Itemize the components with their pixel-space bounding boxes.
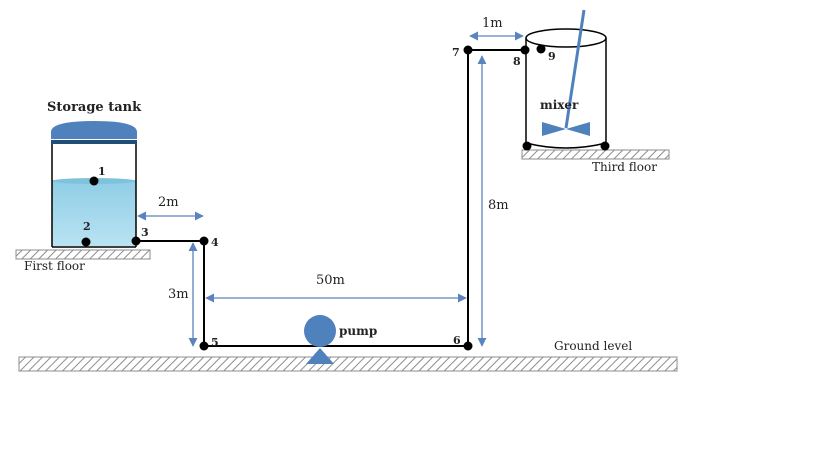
point-label-8: 8 — [513, 55, 521, 68]
pipe — [136, 49, 525, 347]
third-floor-label: Third floor — [592, 160, 657, 174]
point-label-9: 9 — [548, 50, 556, 63]
point-4-dot — [199, 236, 209, 246]
mixer-leg-right — [600, 141, 610, 151]
dim-label-50m: 50m — [316, 273, 345, 288]
point-9-dot — [536, 44, 546, 54]
mixer-leg-left — [522, 141, 532, 151]
point-1-dot — [89, 176, 99, 186]
dim-label-2m: 2m — [158, 195, 179, 210]
mixer-vessel — [525, 9, 607, 149]
point-5-dot — [199, 341, 209, 351]
dim-label-3m: 3m — [168, 287, 189, 302]
pump-label: pump — [339, 324, 377, 338]
point-7-dot — [463, 45, 473, 55]
third-floor-slab — [521, 149, 670, 160]
point-2-dot — [81, 237, 91, 247]
pump — [304, 315, 336, 364]
point-label-6: 6 — [453, 334, 461, 347]
point-3-dot — [131, 236, 141, 246]
point-label-1: 1 — [98, 165, 106, 178]
ground-slab — [18, 356, 678, 372]
point-6-dot — [463, 341, 473, 351]
point-label-2: 2 — [83, 220, 91, 233]
first-floor-slab — [15, 249, 151, 260]
storage-tank-label: Storage tank — [47, 100, 142, 115]
point-label-3: 3 — [141, 226, 149, 239]
ground-level-label: Ground level — [554, 339, 632, 353]
point-label-4: 4 — [211, 236, 219, 249]
point-8-dot — [520, 45, 530, 55]
point-label-5: 5 — [211, 336, 219, 349]
first-floor-label: First floor — [24, 259, 85, 273]
dim-label-8m: 8m — [488, 198, 509, 213]
point-label-7: 7 — [452, 46, 460, 59]
dim-label-1m: 1m — [482, 16, 503, 31]
mixer-label: mixer — [540, 98, 579, 112]
